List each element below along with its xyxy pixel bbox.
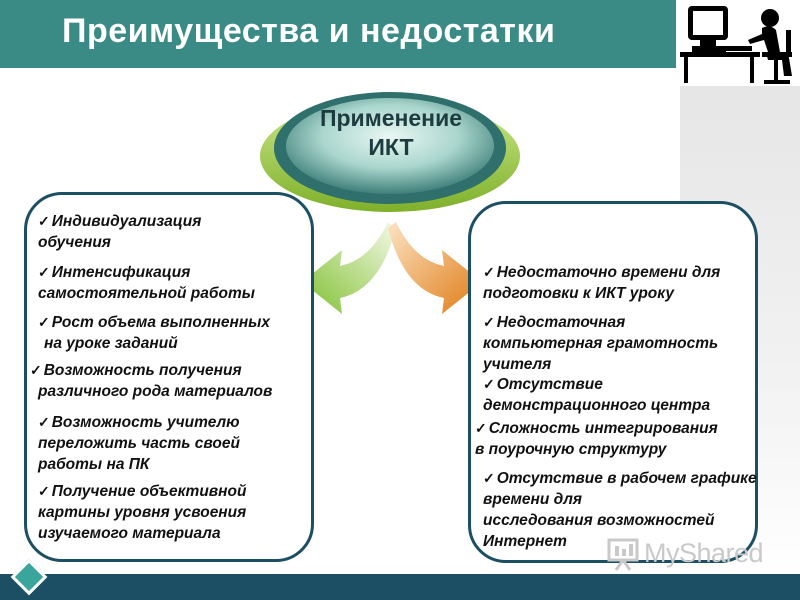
check-icon: ✓: [38, 264, 50, 280]
page-title: Преимущества и недостатки: [62, 12, 556, 50]
check-icon: ✓: [483, 376, 495, 392]
check-icon: ✓: [38, 213, 50, 229]
check-icon: ✓: [38, 483, 50, 499]
advantages-box: [24, 192, 314, 562]
disadvantage-item: ✓Сложность интегрирования в поурочную ст…: [475, 420, 718, 458]
watermark-text: MyShared: [644, 538, 764, 568]
center-node: Применение ИКТ: [260, 78, 530, 218]
advantage-item: ✓Интенсификация самостоятельной работы: [38, 264, 255, 302]
check-icon: ✓: [38, 414, 50, 430]
curved-arrow-left-icon: [302, 222, 396, 314]
check-icon: ✓: [475, 420, 487, 436]
disadvantage-item: ✓Недостаточно времени для подготовки к И…: [483, 264, 721, 302]
check-icon: ✓: [30, 362, 42, 378]
advantage-item: ✓Получение объективной картины уровня ус…: [38, 483, 247, 542]
ellipse-button: [260, 92, 520, 212]
check-icon: ✓: [483, 470, 495, 486]
advantage-item: ✓Возможность учителю переложить часть св…: [38, 414, 240, 473]
footer-band: [0, 574, 800, 600]
check-icon: ✓: [483, 264, 495, 280]
watermark: MyShared: [606, 536, 776, 572]
advantage-item: ✓Возможность получения различного рода м…: [30, 362, 273, 400]
center-label-line1: Применение: [319, 105, 463, 131]
disadvantage-item: ✓Отсутствие демонстрационного центра: [483, 376, 711, 414]
header-image: [676, 0, 800, 86]
advantage-item: ✓Индивидуализация обучения: [38, 213, 202, 251]
arrows: [300, 210, 490, 330]
check-icon: ✓: [483, 314, 495, 330]
center-label: Применение ИКТ: [260, 104, 522, 162]
disadvantage-item: ✓Недостаточная компьютерная грамотность …: [483, 314, 719, 373]
person-at-computer-icon: [680, 6, 792, 84]
check-icon: ✓: [38, 314, 50, 330]
presentation-board-icon: [607, 538, 639, 571]
disadvantage-item: ✓Отсутствие в рабочем графике времени дл…: [483, 470, 757, 550]
curved-arrow-right-icon: [388, 222, 482, 314]
header-band: [0, 0, 676, 68]
center-label-line2: ИКТ: [368, 134, 414, 160]
advantage-item: ✓Рост объема выполненных на уроке задани…: [38, 314, 271, 352]
